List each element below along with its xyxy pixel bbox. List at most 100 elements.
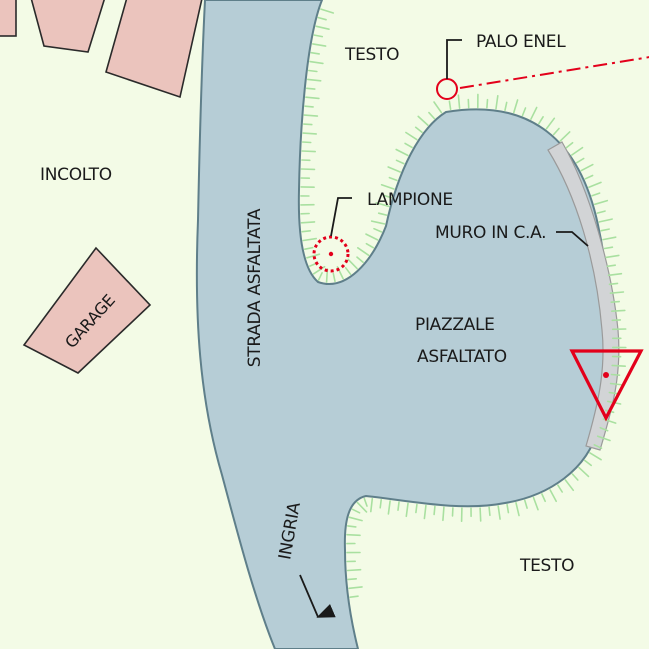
piazzale-label-line2: ASFALTATO <box>417 347 507 367</box>
hatch-tick <box>523 499 528 509</box>
garage-building: GARAGE <box>22 246 152 374</box>
hatch-tick <box>610 309 626 313</box>
hatch-tick <box>479 507 482 522</box>
hatch-tick <box>433 505 436 516</box>
hatch-tick <box>301 141 312 144</box>
hatch-tick <box>591 192 601 197</box>
concrete-wall <box>547 141 620 451</box>
hatch-tick <box>457 94 461 109</box>
hatch-tick <box>600 228 610 232</box>
hatch-tick <box>365 242 375 249</box>
hatch-tick <box>589 452 602 461</box>
hatch-tick <box>565 141 574 149</box>
hatch-tick <box>301 150 317 153</box>
hatch-tick <box>414 126 423 133</box>
hatch-tick <box>608 391 619 395</box>
hatch-tick <box>609 291 625 295</box>
hatch-tick <box>596 435 611 442</box>
hatch-tick <box>538 116 544 125</box>
building-1 <box>30 0 105 53</box>
hatch-tick <box>312 265 326 275</box>
hatch-tick <box>313 34 324 38</box>
hatch-tick <box>369 497 374 513</box>
hatch-tick <box>346 568 362 572</box>
hatch-tick <box>356 247 370 256</box>
muro-leader <box>556 231 589 247</box>
hatch-tick <box>347 258 358 270</box>
hatch-tick <box>405 502 409 518</box>
hatch-tick <box>415 503 418 514</box>
hatch-tick <box>596 210 606 214</box>
hatch-tick <box>588 181 602 188</box>
hatch-tick <box>405 131 418 141</box>
hatch-tick <box>575 157 585 164</box>
hatch-tick <box>486 98 489 109</box>
hatch-tick <box>545 117 556 130</box>
hatch-tick <box>504 101 508 111</box>
lampione-label: LAMPIONE <box>367 190 453 210</box>
hatch-tick <box>607 272 623 277</box>
road-and-piazzale <box>195 0 612 649</box>
hatch-tick <box>317 271 323 281</box>
hatch-tick <box>306 253 321 259</box>
hatch-tick <box>320 8 335 14</box>
hatch-tick <box>388 176 398 182</box>
hatch-tick <box>559 131 571 142</box>
hatch-tick <box>417 115 429 126</box>
hatch-tick <box>593 199 609 206</box>
dashed-circle-lamp-icon <box>312 235 350 273</box>
hatch-tick <box>404 142 413 149</box>
hatch-tick <box>506 503 510 514</box>
triangle-marker-icon <box>569 349 644 422</box>
hatch-tick <box>348 516 363 522</box>
hatch-tick <box>332 272 336 283</box>
hatch-tick <box>356 501 368 513</box>
hatch-tick <box>347 577 358 581</box>
hatch-tick <box>356 256 364 264</box>
palo-leader <box>446 39 462 79</box>
lampione-leader <box>330 197 352 237</box>
hatch-tick <box>606 264 617 268</box>
hatch-tick <box>599 426 609 432</box>
hatch-tick <box>302 123 313 126</box>
hatch-tick <box>611 364 627 368</box>
hatch-tick <box>497 505 501 520</box>
hatch-tick <box>515 501 520 517</box>
hatch-tick <box>302 132 318 135</box>
hatch-tick <box>580 163 594 172</box>
hatch-tick <box>387 166 402 173</box>
hatch-tick <box>564 479 575 492</box>
muro-callout: MURO IN C.A. <box>435 223 589 247</box>
hatch-tick <box>521 107 527 117</box>
hatch-tick <box>387 500 391 515</box>
hatch-tick <box>495 95 499 110</box>
hatch-tick <box>300 221 316 224</box>
hatch-tick <box>363 497 368 507</box>
muro-label: MURO IN C.A. <box>435 223 546 243</box>
palo-enel-label: PALO ENEL <box>476 32 566 52</box>
hatch-tick <box>428 111 436 120</box>
hatch-tick <box>346 525 357 528</box>
palo-enel: PALO ENEL <box>436 32 649 100</box>
testo-top-label: TESTO <box>344 45 399 65</box>
hatch-tick <box>303 114 319 117</box>
hatch-tick <box>530 106 538 120</box>
hatch-tick <box>373 227 383 233</box>
hatch-tick <box>578 466 590 478</box>
hatch-tick <box>488 506 491 517</box>
hatch-tick <box>593 443 603 450</box>
hatch-tick <box>379 498 383 509</box>
hatch-tick <box>315 25 330 31</box>
hatch-tick <box>571 473 579 481</box>
hatch-tick <box>552 127 560 136</box>
hatch-tick <box>423 504 427 520</box>
hatch-tick <box>377 212 388 216</box>
hatch-tick <box>309 60 324 65</box>
hatch-tick <box>448 100 452 111</box>
hatch-tick <box>349 595 359 599</box>
hatch-tick <box>433 101 443 114</box>
hatch-tick <box>605 254 620 259</box>
building-edge-left <box>0 0 17 37</box>
hatch-tick <box>397 501 400 512</box>
hatch-tick <box>375 202 390 208</box>
